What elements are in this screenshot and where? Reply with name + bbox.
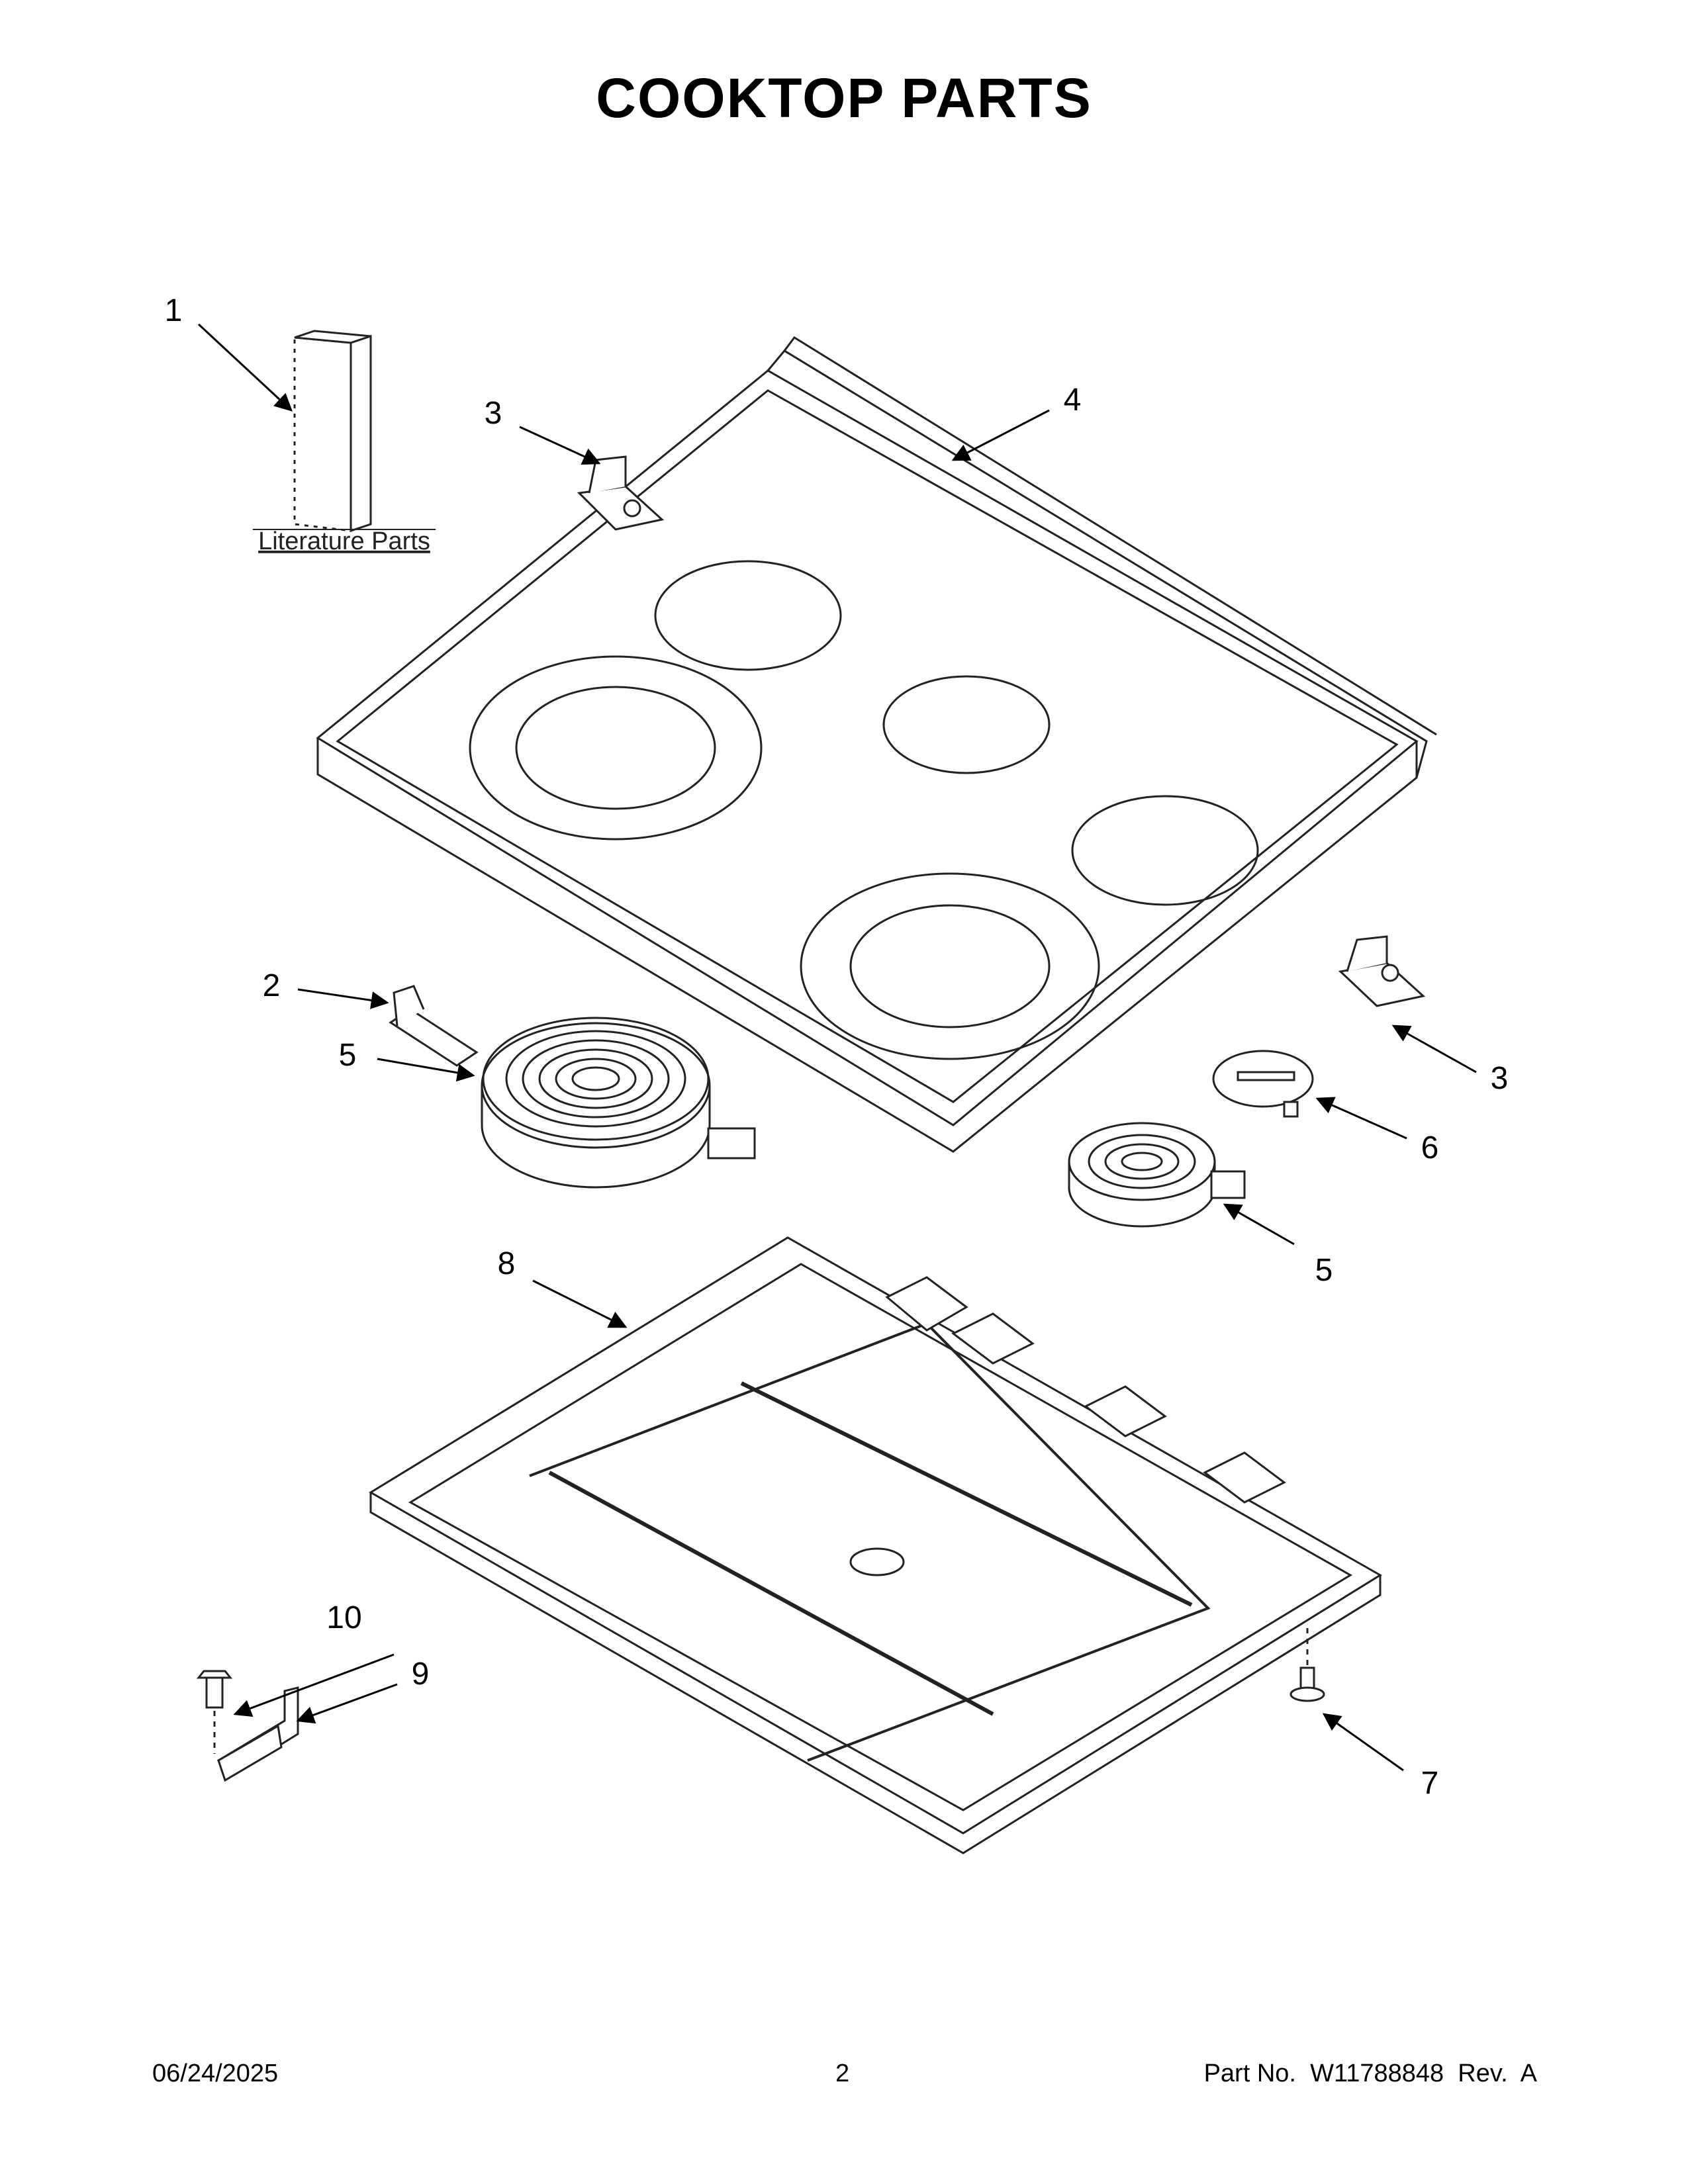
thermal-limiter[interactable] [1212,1050,1314,1118]
callout-7: 7 [1421,1766,1439,1801]
callout-8: 8 [498,1246,516,1281]
anti-tip-bracket[interactable] [216,1686,299,1782]
callout-10: 10 [326,1600,361,1635]
literature-parts-label[interactable]: Literature Parts [258,527,430,555]
callout-2: 2 [263,968,281,1003]
callout-6: 6 [1421,1130,1439,1165]
leveling-leg[interactable] [1289,1628,1325,1702]
callout-1: 1 [165,293,183,328]
cooktop-glass[interactable] [316,336,1437,1153]
callout-5-right: 5 [1315,1253,1333,1288]
page-title: COOKTOP PARTS [596,67,1092,129]
literature-booklet[interactable] [293,330,372,533]
callout-3-top: 3 [485,396,502,431]
callout-5-left: 5 [339,1038,357,1073]
screw[interactable] [196,1670,233,1754]
bracket-left[interactable] [577,455,665,531]
burner-box[interactable] [369,1236,1382,1854]
callout-4: 4 [1064,383,1082,418]
element-clip[interactable] [389,985,479,1067]
bracket-right[interactable] [1338,935,1426,1007]
footer-part-number: Part No. W11788848 Rev. A [1203,2060,1537,2087]
radiant-element-large[interactable] [481,1017,756,1189]
callout-9: 9 [412,1657,430,1692]
callout-3-right: 3 [1491,1061,1509,1096]
footer-date: 06/24/2025 [152,2060,279,2087]
leader-lines [197,323,1477,1772]
footer-page-number: 2 [835,2060,850,2087]
radiant-element-small[interactable] [1068,1122,1246,1228]
